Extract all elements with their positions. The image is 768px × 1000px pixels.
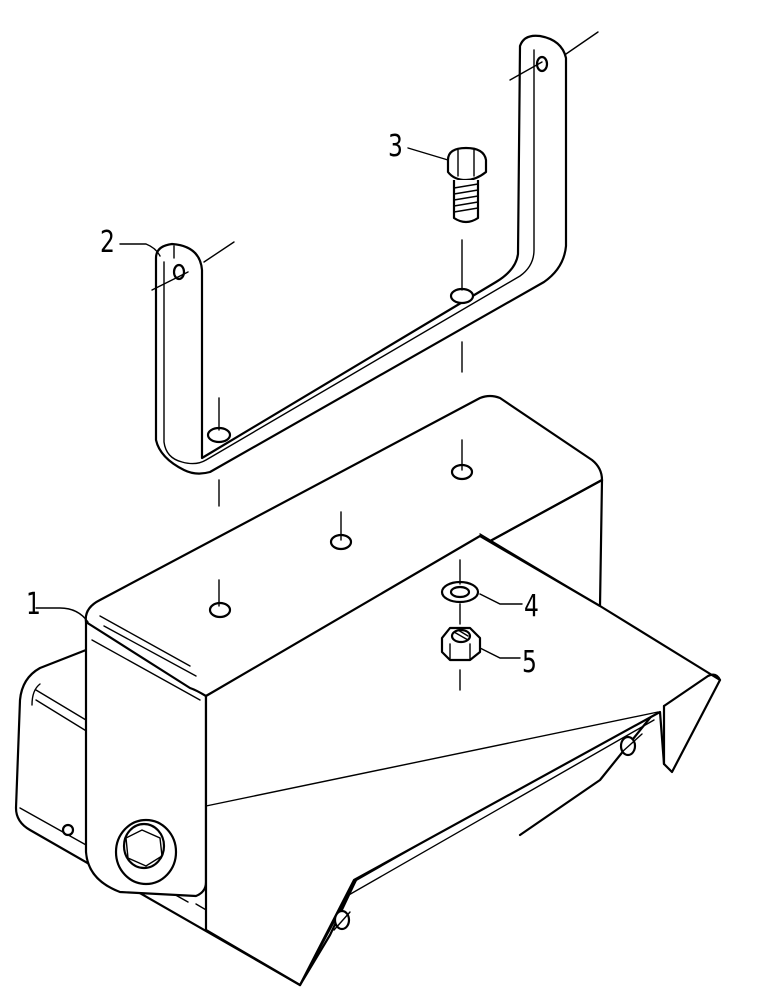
side-screw-right — [619, 733, 643, 757]
support-part-1 — [84, 394, 722, 987]
callout-3: 3 — [388, 129, 403, 164]
callout-4: 4 — [524, 589, 539, 624]
assembly-axis-lines — [218, 239, 463, 691]
callout-5: 5 — [522, 645, 537, 680]
washer-part-4 — [440, 580, 480, 604]
leader-lines — [35, 147, 523, 659]
u-bracket-part-2 — [151, 31, 599, 475]
callout-1: 1 — [26, 587, 41, 622]
callout-2: 2 — [100, 225, 115, 260]
nut-part-5 — [440, 626, 482, 662]
bolt-part-3 — [446, 146, 488, 224]
side-screw-left — [333, 909, 351, 931]
